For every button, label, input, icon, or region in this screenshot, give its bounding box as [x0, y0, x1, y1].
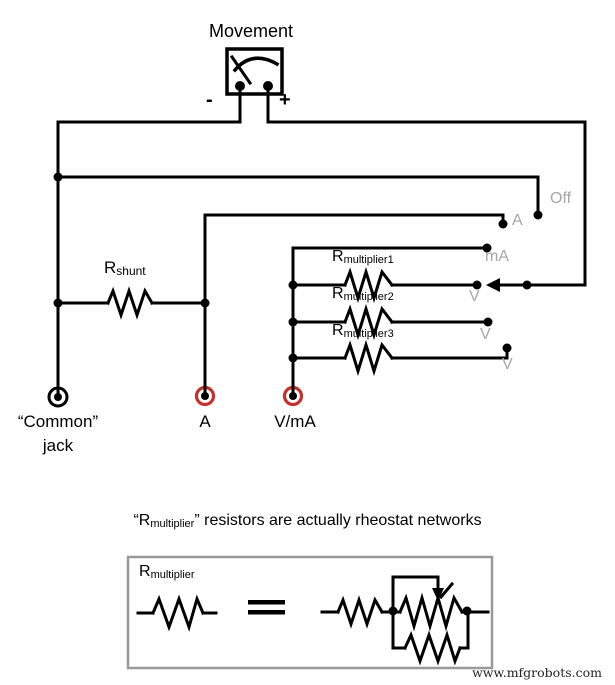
eq-r-multiplier-label: Rmultiplier	[139, 563, 195, 581]
eq-wiper-tick	[438, 581, 455, 600]
wiper-pivot-dot	[522, 280, 532, 290]
eq-resistor-symbol	[151, 594, 205, 632]
junction-dots	[53, 81, 543, 616]
resistor-multiplier2	[343, 303, 395, 341]
equivalence-box-border	[126, 555, 494, 670]
switch-position-a: A	[512, 212, 523, 229]
vma-jack-center-dot	[289, 392, 297, 400]
eq-series-resistor	[336, 595, 385, 629]
switch-position-v1: V	[469, 288, 480, 305]
wire-minus-to-common-jack	[56, 84, 242, 394]
resistor-multiplier1	[343, 266, 395, 304]
junction-dot	[288, 280, 298, 290]
r-multiplier3-label: Rmultiplier3	[332, 322, 394, 340]
meter-minus-terminal-dot	[235, 81, 245, 91]
contact-v2-dot	[483, 317, 493, 327]
eq-left-node-dot	[388, 606, 398, 616]
equals-bar-top	[248, 600, 285, 605]
common-jack-label-line2: jack	[42, 436, 74, 455]
contact-off-dot	[533, 210, 543, 220]
eq-right-node-dot	[462, 606, 472, 616]
common-jack-center-dot	[54, 393, 62, 401]
resistor-shunt	[106, 286, 155, 320]
movement-label: Movement	[208, 21, 294, 41]
r-shunt-label: Rshunt	[104, 258, 146, 278]
switch-wiper-arrowhead	[486, 278, 500, 292]
contact-ma-dot	[482, 243, 492, 253]
wire-vma-trunk	[291, 246, 489, 394]
contact-v3-dot	[502, 343, 512, 353]
plus-terminal-label: +	[279, 89, 291, 111]
junction-dot	[200, 298, 210, 308]
meter-needle	[229, 54, 253, 86]
a-jack-center-dot	[201, 392, 209, 400]
watermark-text: www.mfgrobots.com	[472, 665, 602, 680]
eq-rheostat-body	[398, 592, 465, 632]
common-jack-label-line1: “Common”	[17, 412, 99, 431]
contact-v1-dot	[472, 280, 482, 290]
a-jack-label: A	[199, 412, 211, 431]
eq-parallel-left	[391, 609, 407, 650]
r-multiplier1-label: Rmultiplier1	[332, 248, 394, 266]
switch-position-v2: V	[480, 326, 491, 343]
meter-box	[225, 47, 284, 96]
eq-wiper-arrowhead	[432, 588, 444, 601]
equals-bar-bottom	[248, 610, 285, 615]
vma-jack-label: V/mA	[274, 412, 316, 431]
switch-position-ma: mA	[485, 248, 509, 265]
junction-dot	[288, 353, 298, 363]
minus-terminal-label: -	[206, 89, 213, 111]
meter-plus-terminal-dot	[263, 81, 273, 91]
switch-position-v3: V	[502, 356, 513, 373]
junction-dot	[288, 317, 298, 327]
junction-dot	[53, 172, 63, 182]
junction-dot	[53, 298, 63, 308]
eq-wiper-bypass-wire	[391, 575, 440, 610]
switch-position-off: Off	[550, 190, 572, 207]
wire-plus-to-switch	[266, 84, 587, 287]
wire-off-branch	[56, 175, 540, 215]
eq-parallel-right	[458, 610, 470, 650]
r-multiplier2-label: Rmultiplier2	[332, 285, 394, 303]
wire-mult3-right	[390, 346, 509, 360]
eq-parallel-resistor	[403, 630, 462, 666]
rheostat-note: “Rmultiplier” resistors are actually rhe…	[133, 512, 482, 530]
resistor-multiplier3	[343, 339, 395, 377]
contact-a-dot	[498, 219, 508, 229]
